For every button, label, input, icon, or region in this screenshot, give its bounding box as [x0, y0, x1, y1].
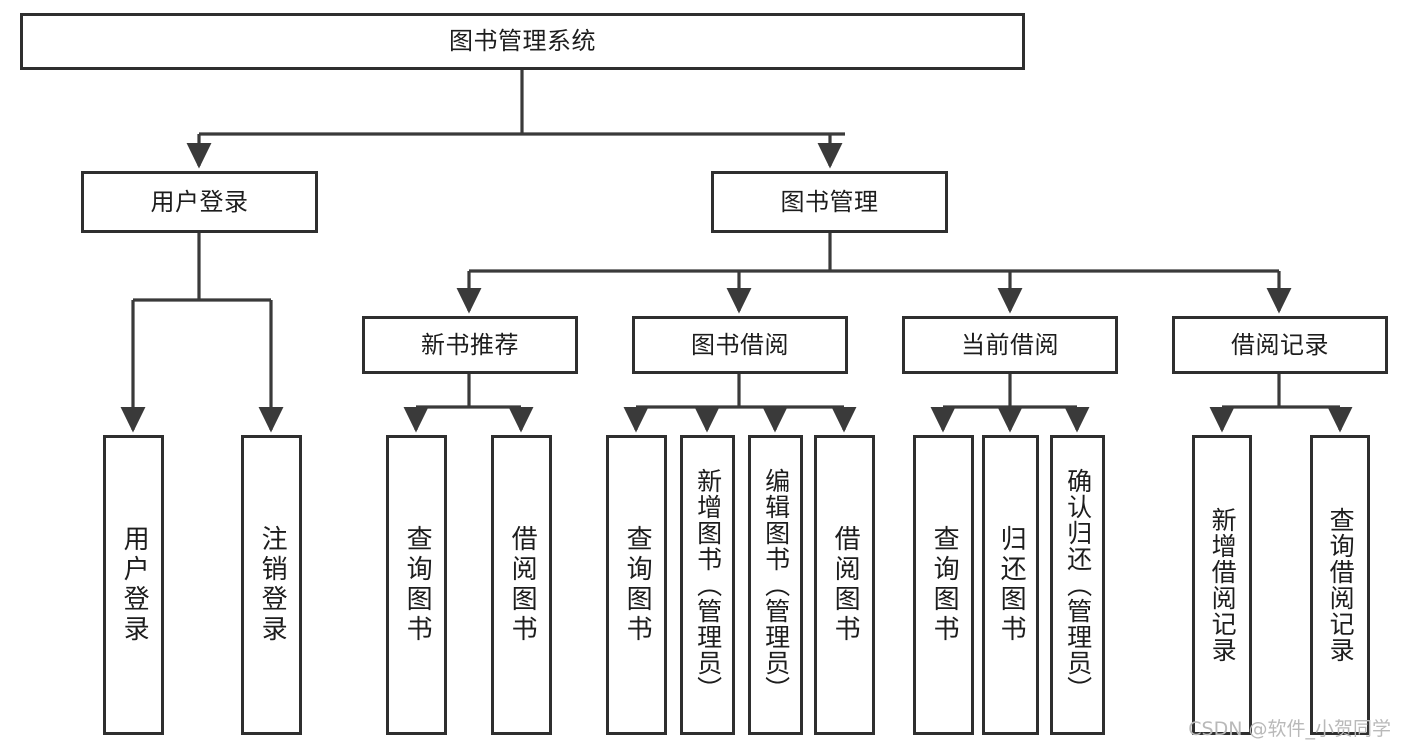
- node-borrow-record[interactable]: 借阅记录: [1172, 316, 1388, 374]
- node-leaf-add-book[interactable]: 新增图书（管理员）: [680, 435, 735, 735]
- node-leaf-query-record-label: 查询借阅记录: [1326, 507, 1356, 663]
- node-book-manage[interactable]: 图书管理: [711, 171, 948, 233]
- node-book-manage-label: 图书管理: [780, 187, 879, 216]
- node-current-borrow[interactable]: 当前借阅: [902, 316, 1118, 374]
- node-leaf-return-book[interactable]: 归还图书: [982, 435, 1039, 735]
- node-leaf-borrow-book-1-label: 借阅图书: [507, 525, 538, 645]
- node-root[interactable]: 图书管理系统: [20, 13, 1025, 70]
- node-leaf-borrow-book-2-label: 借阅图书: [830, 525, 861, 645]
- node-leaf-logout-login-label: 注销登录: [257, 525, 288, 645]
- node-leaf-query-book-2[interactable]: 查询图书: [606, 435, 667, 735]
- node-leaf-return-book-label: 归还图书: [996, 525, 1027, 645]
- node-leaf-user-login-label: 用户登录: [119, 525, 150, 645]
- node-leaf-add-record-label: 新增借阅记录: [1208, 507, 1238, 663]
- node-leaf-logout-login[interactable]: 注销登录: [241, 435, 302, 735]
- node-leaf-query-book-1[interactable]: 查询图书: [386, 435, 447, 735]
- node-leaf-query-book-3-label: 查询图书: [929, 525, 960, 645]
- node-leaf-borrow-book-2[interactable]: 借阅图书: [814, 435, 875, 735]
- node-book-borrow[interactable]: 图书借阅: [632, 316, 848, 374]
- node-user-login[interactable]: 用户登录: [81, 171, 318, 233]
- node-borrow-record-label: 借阅记录: [1231, 330, 1329, 359]
- node-leaf-confirm-return[interactable]: 确认归还（管理员）: [1050, 435, 1105, 735]
- node-current-borrow-label: 当前借阅: [961, 330, 1059, 359]
- node-leaf-add-record[interactable]: 新增借阅记录: [1192, 435, 1252, 735]
- node-root-label: 图书管理系统: [449, 27, 596, 56]
- node-new-book-recommend-label: 新书推荐: [421, 330, 519, 359]
- node-leaf-query-record[interactable]: 查询借阅记录: [1310, 435, 1370, 735]
- node-book-borrow-label: 图书借阅: [691, 330, 789, 359]
- node-user-login-label: 用户登录: [150, 187, 249, 216]
- node-leaf-query-book-2-label: 查询图书: [622, 525, 653, 645]
- node-leaf-query-book-1-label: 查询图书: [402, 525, 433, 645]
- node-leaf-edit-book[interactable]: 编辑图书（管理员）: [748, 435, 803, 735]
- node-leaf-query-book-3[interactable]: 查询图书: [913, 435, 974, 735]
- node-new-book-recommend[interactable]: 新书推荐: [362, 316, 578, 374]
- node-leaf-edit-book-label: 编辑图书（管理员）: [761, 468, 791, 702]
- node-leaf-borrow-book-1[interactable]: 借阅图书: [491, 435, 552, 735]
- node-leaf-add-book-label: 新增图书（管理员）: [693, 468, 723, 702]
- node-leaf-confirm-return-label: 确认归还（管理员）: [1063, 468, 1093, 702]
- node-leaf-user-login[interactable]: 用户登录: [103, 435, 164, 735]
